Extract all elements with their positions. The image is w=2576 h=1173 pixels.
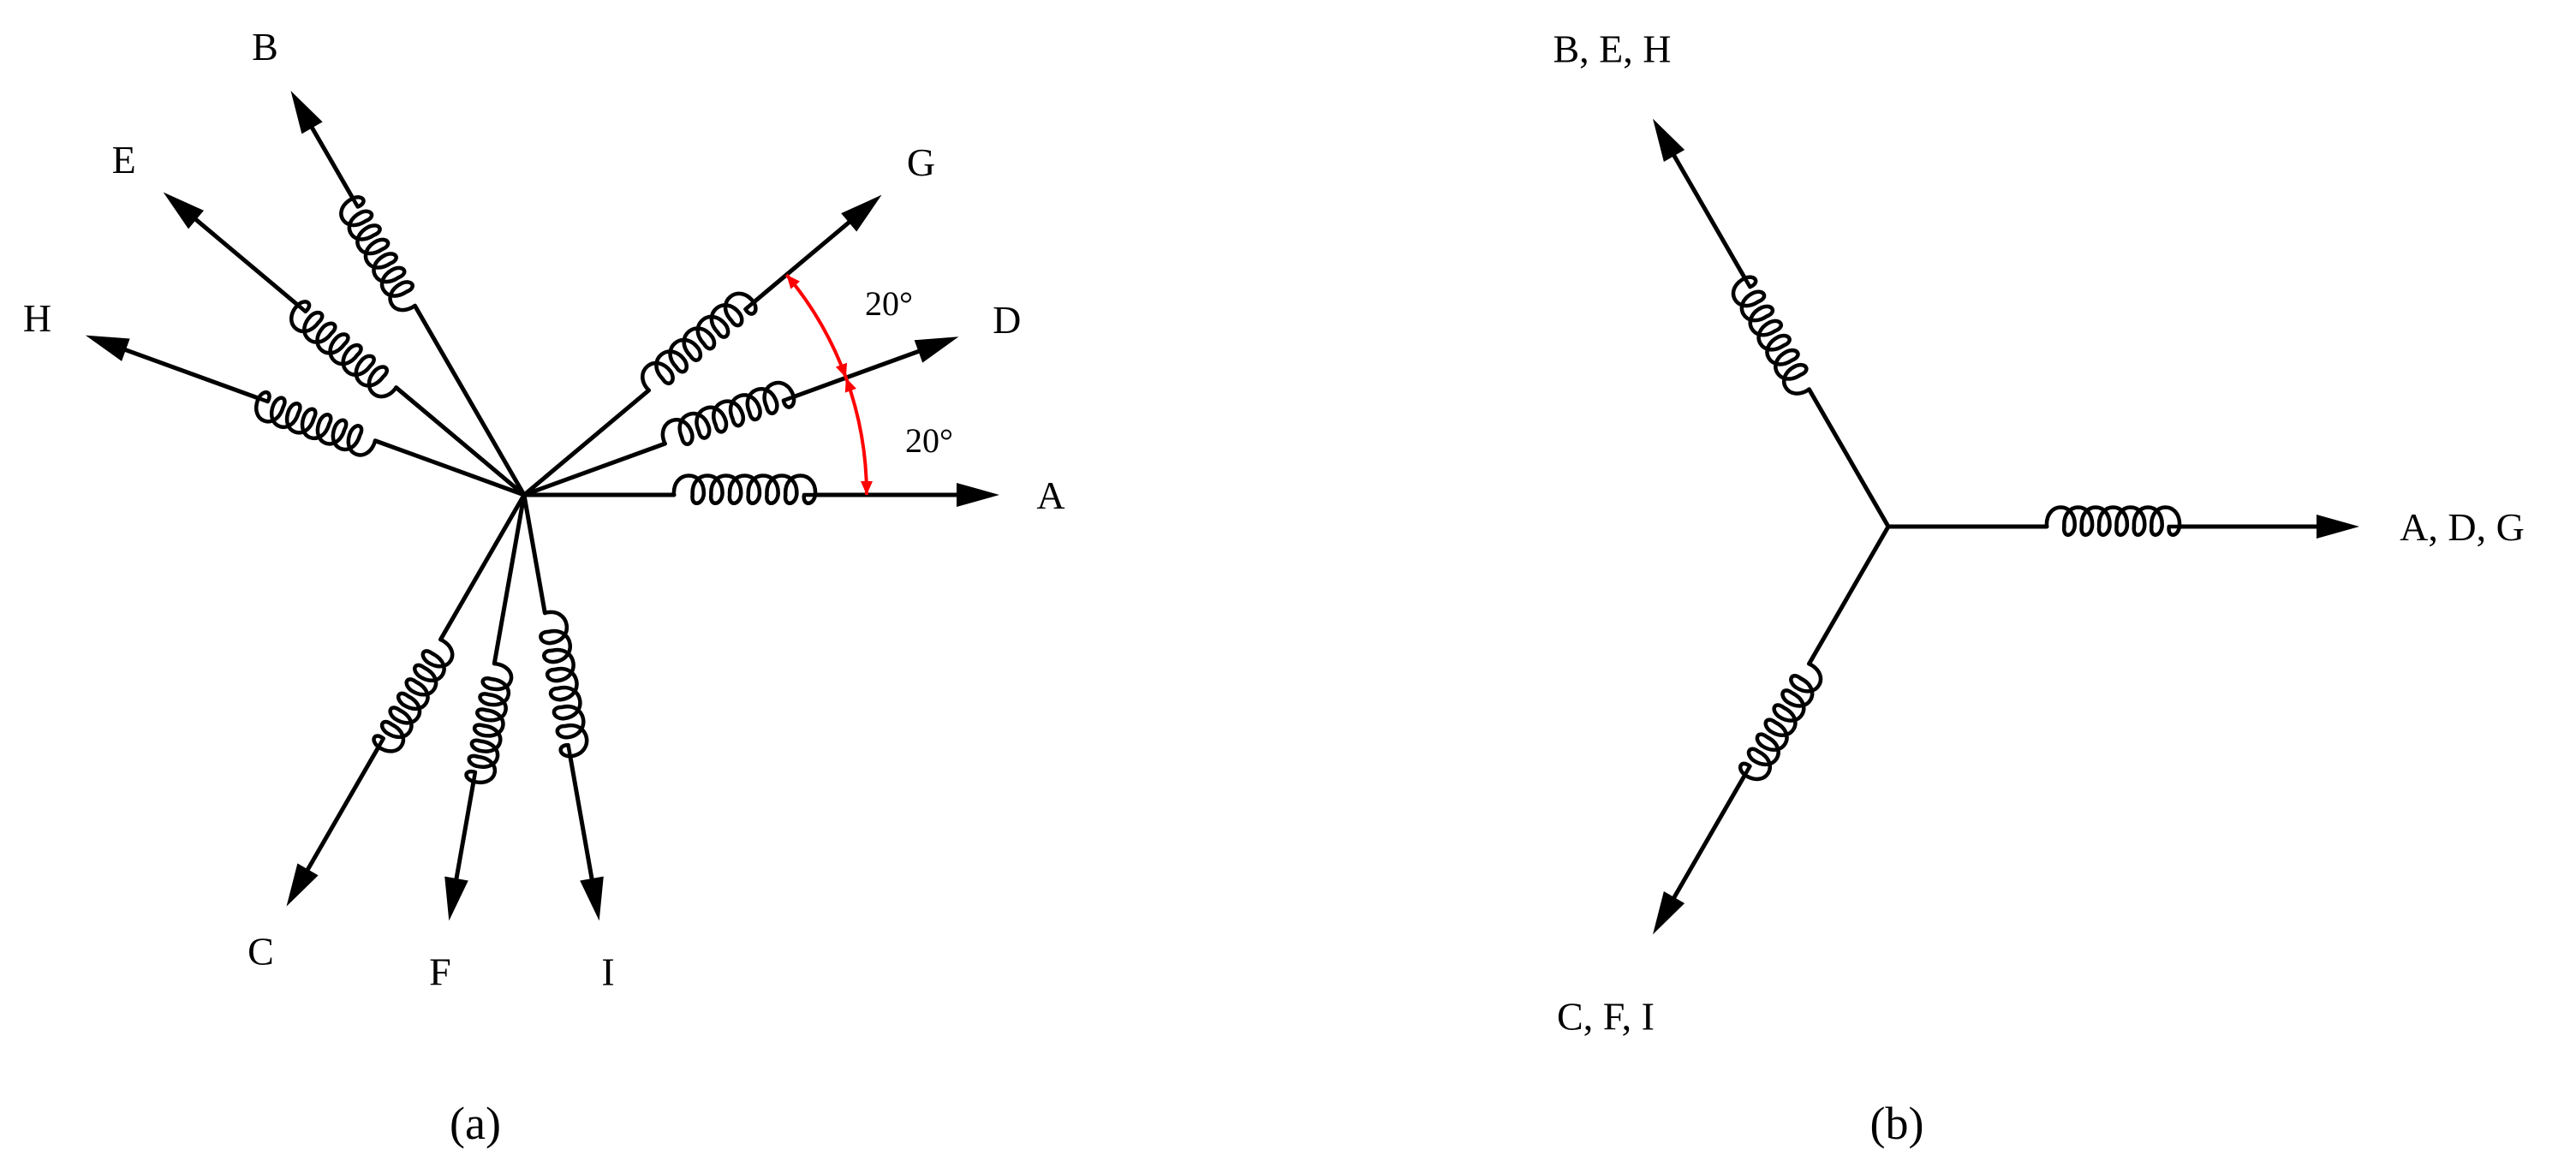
diagram-a-phasor-d: [522, 336, 959, 497]
diagram-a-shaft-b: [304, 115, 355, 201]
diagram-b-coil-c-f-i: [1738, 661, 1823, 782]
diagram-a-lead-d: [522, 441, 667, 497]
diagram-a-arrowhead-a: [957, 483, 999, 507]
diagram-a-lead-e: [394, 385, 527, 497]
diagram-a-shaft-h: [112, 343, 261, 401]
diagram-a-label-g: G: [907, 140, 935, 184]
diagram-a-shaft-g: [751, 212, 861, 305]
diagram-a-label-f: F: [429, 950, 451, 993]
diagram-a-shaft-i: [568, 753, 596, 893]
diagram-a-phasor-i: [522, 492, 604, 921]
diagram-a-lead-f: [492, 492, 527, 666]
diagram-b-three-phase: A, D, G B, E, H C, F, I: [1553, 27, 2525, 1038]
diagram-a-phasor-f: [444, 492, 527, 921]
angle-arrowhead-da-start: [861, 481, 873, 495]
angle-arc-gd: [784, 273, 848, 378]
diagram-a-arrowhead-d: [914, 336, 959, 363]
diagram-a-label-a: A: [1036, 473, 1064, 517]
diagram-b-shaft-b-e-h: [1666, 143, 1747, 281]
caption-a: (a): [450, 1098, 501, 1149]
angle-arc-da: [844, 377, 868, 496]
angle-arrowhead-da-end: [844, 378, 856, 393]
angle-label-gd: 20°: [865, 284, 913, 323]
diagram-a-coil-g: [641, 291, 758, 393]
diagram-b-coil-b-e-h: [1731, 275, 1811, 396]
diagram-a-label-d: D: [993, 298, 1021, 342]
diagram-a-lead-c: [438, 492, 527, 642]
diagram-a-arrowhead-f: [444, 876, 468, 921]
diagram-a-label-h: H: [23, 296, 51, 340]
diagram-b-arrowhead-a-d-g: [2317, 515, 2359, 539]
angle-arrowhead-gd-start: [835, 362, 848, 378]
diagram-a-arrowhead-e: [163, 192, 204, 229]
diagram-a-arrowhead-b: [290, 91, 323, 134]
diagram-a-coil-f: [464, 661, 514, 785]
diagram-b-arrowhead-c-f-i: [1653, 891, 1685, 935]
diagram-a-coil-h: [254, 390, 378, 457]
diagram-a-coil-d: [660, 380, 796, 446]
diagram-a-arrowhead-i: [580, 876, 604, 921]
diagram-a-label-i: I: [601, 950, 614, 993]
diagram-b-lead-c-f-i: [1807, 524, 1891, 666]
diagram-b-phasor-c-f-i: [1653, 524, 1891, 935]
diagram-a-label-b: B: [252, 25, 278, 68]
diagram-b-lead-b-e-h: [1807, 387, 1891, 529]
diagram-b-arrowhead-b-e-h: [1653, 118, 1685, 162]
diagram-a-lead-i: [522, 492, 547, 616]
diagram-b-phasor-b-e-h: [1653, 118, 1891, 529]
diagram-a-phasor-a: [522, 473, 999, 507]
diagram-a-arrowhead-c: [286, 863, 319, 907]
diagram-a-lead-h: [373, 438, 527, 497]
caption-b: (b): [1870, 1098, 1924, 1149]
diagram-a-coil-a: [671, 473, 818, 505]
diagram-b-coil-a-d-g: [2044, 505, 2182, 537]
diagram-a-shaft-f: [452, 779, 476, 893]
diagram-a-coil-c: [372, 637, 455, 753]
diagram-a-arrowhead-g: [841, 194, 882, 232]
diagram-b-shaft-c-f-i: [1666, 772, 1747, 910]
angle-label-da: 20°: [905, 421, 953, 460]
diagram-a-coil-i: [539, 610, 589, 759]
diagram-a-phasor-c: [286, 492, 527, 907]
diagram-a-phasor-g: [522, 194, 882, 497]
diagram-a-label-e: E: [112, 138, 136, 182]
angle-arrowhead-gd-end: [786, 274, 801, 289]
diagram-a-nine-phase: A D G B E H C F I: [23, 25, 1065, 993]
diagram-a-coil-e: [289, 300, 398, 399]
diagram-a-phasor-h: [85, 335, 527, 497]
diagram-a-lead-b: [413, 303, 527, 497]
diagram-a-phasor-e: [163, 192, 527, 497]
diagram-a-phasor-b: [290, 91, 527, 497]
diagram-b-phasor-a-d-g: [1886, 505, 2359, 539]
diagram-a-shaft-e: [184, 210, 301, 307]
diagram-a-arrowhead-h: [85, 335, 130, 361]
diagram-a-shaft-d: [791, 345, 933, 399]
diagram-a-coil-b: [339, 195, 417, 313]
diagram-b-label-a-d-g: A, D, G: [2400, 505, 2525, 549]
diagram-b-label-c-f-i: C, F, I: [1557, 995, 1655, 1039]
diagram-b-label-b-e-h: B, E, H: [1553, 27, 1672, 70]
diagram-a-label-c: C: [247, 930, 274, 974]
diagram-a-shaft-c: [300, 744, 381, 882]
diagram-a-lead-g: [522, 388, 652, 497]
